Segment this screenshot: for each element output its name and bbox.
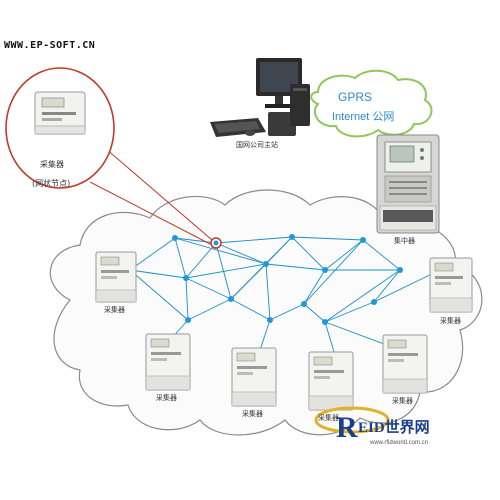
- mesh-node: [360, 237, 366, 243]
- collector-meters: [95, 251, 473, 411]
- mesh-node: [322, 319, 328, 325]
- collector-label: 采集器: [156, 394, 177, 402]
- logo-text: EID世界网: [358, 418, 430, 436]
- mesh-node: [267, 317, 273, 323]
- concentrator-label: 集中器: [394, 237, 415, 245]
- mesh-node: [185, 317, 191, 323]
- collector-meter: [145, 333, 191, 391]
- collector-meter: [382, 334, 428, 394]
- concentrator-device: [376, 134, 440, 234]
- collector-label: 采集器: [392, 397, 413, 405]
- gprs-label: GPRS: [338, 90, 373, 104]
- mesh-node: [183, 275, 189, 281]
- mesh-nodes: [172, 234, 403, 325]
- internet-label: Internet 公网: [332, 111, 395, 123]
- collector-meter: [308, 351, 354, 411]
- mesh-node: [301, 301, 307, 307]
- mesh-node: [322, 267, 328, 273]
- mesh-node: [371, 299, 377, 305]
- mesh-node: [172, 235, 178, 241]
- collector-zoom-device: [34, 91, 86, 135]
- callout-line: [89, 181, 213, 246]
- collector-meter: [429, 257, 473, 313]
- mesh-node: [263, 261, 269, 267]
- logo-subtext: www.rfidworld.com.cn: [369, 440, 428, 446]
- callout-line: [104, 147, 213, 241]
- mesh-node: [289, 234, 295, 240]
- host-computer-icon: [210, 58, 310, 137]
- collector-label: 采集器: [104, 306, 125, 314]
- collector-label: 采集器: [242, 410, 263, 418]
- collector-meter: [95, 251, 137, 303]
- host-station-label: 国网公司主站: [236, 141, 278, 149]
- collector-zoom-sublabel: (网状节点): [32, 179, 71, 188]
- mesh-node: [228, 296, 234, 302]
- rfid-world-logo: R EID世界网 www.rfidworld.com.cn: [314, 406, 430, 446]
- collector-meter: [231, 347, 277, 407]
- collector-label: 采集器: [318, 414, 339, 422]
- site-url: WWW.EP-SOFT.CN: [4, 40, 96, 51]
- mesh-network: [129, 236, 456, 356]
- collector-zoom-label: 采集器: [40, 160, 64, 169]
- collector-label: 采集器: [440, 317, 461, 325]
- gprs-bubble: [310, 69, 433, 138]
- svg-text:R: R: [336, 411, 358, 444]
- mesh-node: [397, 267, 403, 273]
